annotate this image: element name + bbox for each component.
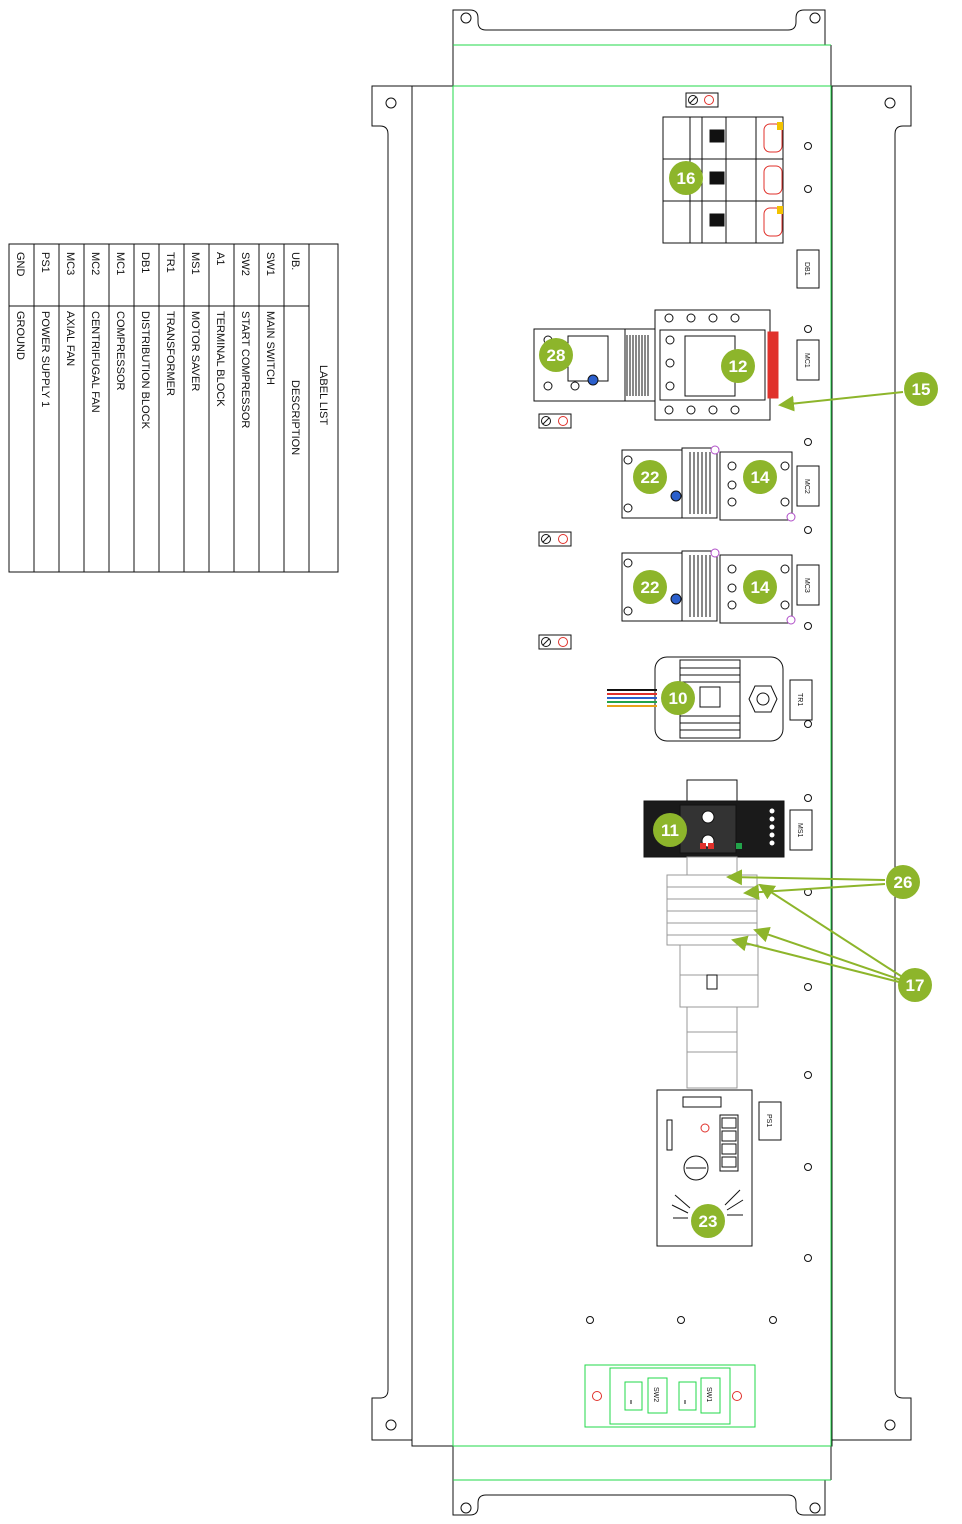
callout-12: 12	[721, 349, 755, 383]
svg-text:TR1: TR1	[796, 693, 803, 706]
svg-text:SW2: SW2	[652, 1387, 659, 1402]
label-desc-mc2: CENTRIFUGAL FAN	[89, 311, 101, 413]
label-list-title: LABEL LIST	[317, 365, 329, 425]
transformer-tr1	[607, 656, 784, 742]
label-code-mc1: MC1	[114, 252, 126, 275]
tag-tr1: TR1	[789, 679, 813, 721]
svg-text:MS1: MS1	[796, 823, 803, 838]
motor-starter-mc3	[621, 548, 796, 625]
power-supply-ps1	[656, 1089, 753, 1247]
callout-10: 10	[661, 681, 695, 715]
label-code-a1: A1	[214, 252, 226, 265]
ground-terminal-2	[538, 531, 572, 547]
label-desc-sw1: MAIN SWITCH	[264, 311, 276, 385]
svg-text:11: 11	[661, 821, 679, 840]
svg-text:MC1: MC1	[803, 353, 810, 368]
svg-text:15: 15	[912, 380, 931, 399]
callout-22-mc3: 22	[633, 570, 667, 604]
callout-16: 16	[669, 161, 703, 195]
tag-db1: DB1	[796, 249, 820, 289]
label-code-gnd: GND	[14, 252, 26, 277]
distribution-block	[662, 116, 784, 244]
motor-saver-ms1	[643, 779, 785, 858]
label-code-ps1: PS1	[39, 252, 51, 273]
label-list-header-desc: DESCRIPTION	[289, 380, 301, 455]
svg-text:17: 17	[906, 976, 925, 995]
callout-23: 23	[691, 1204, 725, 1238]
callout-28: 28	[539, 338, 573, 372]
ground-terminal-top	[685, 92, 719, 108]
mounting-holes	[385, 12, 896, 1514]
callout-22-mc2: 22	[633, 460, 667, 494]
label-desc-sw2: START COMPRESSOR	[239, 311, 251, 428]
svg-text:DB1: DB1	[803, 262, 810, 276]
label-code-db1: DB1	[139, 252, 151, 273]
tag-mc1: MC1	[796, 339, 820, 381]
label-code-sw1: SW1	[264, 252, 276, 276]
label-code-ms1: MS1	[189, 252, 201, 275]
callout-14-mc3: 14	[743, 570, 777, 604]
svg-text:22: 22	[641, 578, 660, 597]
callout-14-mc2: 14	[743, 460, 777, 494]
svg-text:26: 26	[894, 873, 913, 892]
switch-sw2: SW2	[647, 1377, 668, 1414]
svg-text:23: 23	[699, 1212, 718, 1231]
tag-ps1: PS1	[758, 1101, 782, 1141]
svg-text:14: 14	[751, 468, 770, 487]
ground-terminal-3	[538, 634, 572, 650]
tag-mc2: MC2	[796, 465, 820, 507]
switch-panel	[584, 1364, 756, 1428]
svg-text:14: 14	[751, 578, 770, 597]
callout-17: 17	[898, 968, 932, 1002]
label-desc-ms1: MOTOR SAVER	[189, 311, 201, 391]
label-list-table: LABEL LIST UB. DESCRIPTION SW1 MAIN SWIT…	[8, 243, 339, 573]
label-desc-gnd: GROUND	[14, 311, 26, 360]
callout-arrows	[726, 391, 908, 985]
label-desc-a1: TERMINAL BLOCK	[214, 311, 226, 407]
svg-text:22: 22	[641, 468, 660, 487]
label-code-mc3: MC3	[64, 252, 76, 275]
svg-text:12: 12	[729, 357, 748, 376]
label-desc-tr1: TRANSFORMER	[164, 311, 176, 396]
svg-text:PS1: PS1	[765, 1114, 772, 1127]
terminal-block-a1	[666, 856, 759, 1089]
callout-26: 26	[886, 865, 920, 899]
switch-sw1: SW1	[700, 1377, 721, 1414]
callout-11: 11	[653, 813, 687, 847]
panel-inner-outline	[452, 44, 832, 1481]
label-code-mc2: MC2	[89, 252, 101, 275]
label-code-tr1: TR1	[164, 252, 176, 273]
label-desc-mc1: COMPRESSOR	[114, 311, 126, 391]
label-desc-mc3: AXIAL FAN	[64, 311, 76, 366]
svg-text:10: 10	[669, 689, 688, 708]
label-list-header-code: UB.	[289, 252, 301, 270]
svg-text:MC2: MC2	[803, 479, 810, 494]
tag-mc3: MC3	[796, 564, 820, 606]
svg-text:SW1: SW1	[705, 1387, 712, 1402]
svg-text:16: 16	[677, 169, 696, 188]
label-code-sw2: SW2	[239, 252, 251, 276]
svg-text:28: 28	[547, 346, 566, 365]
ground-terminal-1	[538, 413, 572, 429]
label-desc-ps1: POWER SUPPLY 1	[39, 311, 51, 407]
svg-text:MC3: MC3	[803, 578, 810, 593]
tag-ms1: MS1	[789, 809, 813, 851]
callout-15: 15	[904, 372, 938, 406]
label-desc-db1: DISTRIBUTION BLOCK	[139, 311, 151, 430]
